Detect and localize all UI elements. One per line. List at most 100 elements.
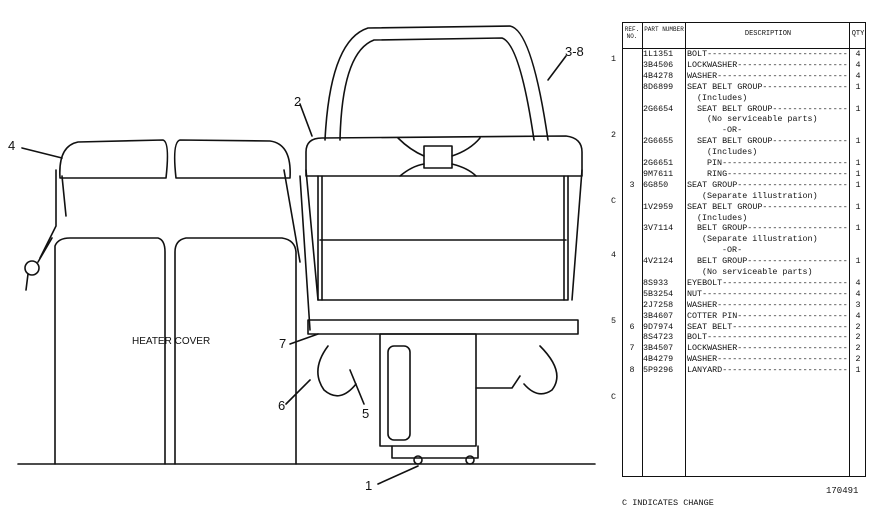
- table-row: 8S933 EYEBOLT----------------------------…: [623, 278, 865, 289]
- row-description-text: (Separate illustration): [702, 234, 818, 245]
- mount-bolt-right: [465, 455, 475, 465]
- leader-dots: ----------------------------------------…: [707, 332, 847, 343]
- row-description-text: WASHER: [687, 354, 718, 365]
- divider-part: [685, 23, 686, 476]
- row-description-text: SEAT BELT GROUP: [697, 136, 773, 147]
- table-row: 85P9296LANYARD--------------------------…: [623, 365, 865, 376]
- table-row: (Includes): [623, 93, 865, 104]
- row-ref-no: 8: [629, 365, 635, 376]
- row-part-number: 8S4723: [643, 332, 674, 343]
- suspension-pedestal: [391, 445, 479, 459]
- row-description: WASHER----------------------------------…: [687, 300, 847, 311]
- row-description-text: WASHER: [687, 70, 718, 81]
- row-description: COTTER PIN------------------------------…: [687, 311, 847, 322]
- group-mark-text: 4: [611, 250, 617, 261]
- table-row: (Includes): [623, 213, 865, 224]
- group-mark-text: 2: [611, 130, 617, 141]
- row-description: (Includes): [687, 213, 847, 224]
- row-description: SEAT BELT GROUP-------------------------…: [687, 104, 847, 115]
- table-row: (No serviceable parts): [623, 114, 865, 125]
- mount-bolt-left: [413, 455, 423, 465]
- seat-belt-illustration: 1 2 3-8 4 5 6 7 HEATER COVER: [8, 25, 596, 493]
- row-part-number: 6G850: [643, 179, 669, 190]
- row-description-text: WASHER: [687, 299, 718, 310]
- leader-dots: ----------------------------------------…: [722, 158, 847, 168]
- row-description-text: (No serviceable parts): [702, 267, 813, 277]
- row-description: SEAT BELT GROUP-------------------------…: [687, 82, 847, 93]
- row-description-text: BOLT: [687, 332, 708, 343]
- row-description-text: PIN: [707, 158, 723, 168]
- row-description: BELT GROUP------------------------------…: [687, 223, 847, 234]
- leader-dots: ----------------------------------------…: [762, 81, 847, 92]
- row-description: WASHER----------------------------------…: [687, 354, 847, 365]
- seat-frame: [317, 175, 569, 301]
- belt-hook-left: [317, 345, 357, 397]
- table-row: 4B4279 WASHER----------------------------…: [623, 354, 865, 365]
- row-description-text: LOCKWASHER: [687, 343, 738, 354]
- seat-cushion: [305, 135, 583, 177]
- row-description: (Separate illustration): [687, 234, 847, 245]
- row-description: LANYARD---------------------------------…: [687, 365, 847, 376]
- callout-7: 7: [279, 336, 286, 351]
- shock-absorber: [387, 345, 411, 441]
- row-quantity: 1: [855, 103, 861, 114]
- row-ref-no: 7: [629, 343, 635, 354]
- callout-1: 1: [365, 478, 372, 493]
- belt-hook-right: [523, 345, 558, 395]
- row-part-number: 5B3254: [643, 288, 674, 299]
- table-row: (No serviceable parts): [623, 267, 865, 278]
- row-description: BOLT------------------------------------…: [687, 332, 847, 343]
- leader-dots: ----------------------------------------…: [732, 321, 847, 332]
- row-description-text: LOCKWASHER: [687, 59, 738, 70]
- row-description-text: -OR-: [722, 245, 743, 256]
- row-description: (Includes): [687, 93, 847, 104]
- row-quantity: 1: [855, 223, 861, 234]
- heater-cover-label: HEATER COVER: [132, 336, 210, 347]
- row-description-text: EYEBOLT: [687, 277, 723, 288]
- row-description-text: LANYARD: [687, 365, 723, 376]
- row-description-text: (Includes): [707, 147, 758, 158]
- leader-7: [289, 333, 319, 345]
- row-description: BOLT------------------------------------…: [687, 49, 847, 60]
- row-part-number: 8D6899: [643, 81, 674, 92]
- row-description: SEAT BELT-------------------------------…: [687, 322, 847, 333]
- row-quantity: 2: [855, 332, 861, 343]
- group-mark: 2: [609, 130, 623, 141]
- row-part-number: 8S933: [643, 277, 669, 288]
- table-row: 2G6651PIN-------------------------------…: [623, 158, 865, 169]
- row-part-number: 2J7258: [643, 299, 674, 310]
- leader-dots: ----------------------------------------…: [702, 288, 847, 299]
- row-description-text: RING: [707, 168, 728, 179]
- row-description-text: BELT GROUP: [697, 223, 748, 234]
- row-ref-no: 3: [629, 179, 635, 190]
- callout-2: 2: [294, 94, 301, 109]
- left-armrest-b: [173, 139, 291, 179]
- parts-list-table: REF. NO. PART NUMBER DESCRIPTION QTY 1L1…: [611, 22, 866, 477]
- row-quantity: 4: [855, 70, 861, 81]
- row-description: (No serviceable parts): [687, 114, 847, 125]
- leader-dots: ----------------------------------------…: [772, 103, 847, 114]
- row-description: EYEBOLT---------------------------------…: [687, 278, 847, 289]
- row-part-number: 3B4507: [643, 343, 674, 354]
- leader-dots: ----------------------------------------…: [737, 59, 847, 70]
- row-part-number: 9D7974: [643, 321, 674, 332]
- leader-dots: ----------------------------------------…: [727, 168, 847, 179]
- row-part-number: 1L1351: [643, 49, 674, 59]
- header-part-number: PART NUMBER: [644, 26, 684, 33]
- row-part-number: 4V2124: [643, 256, 674, 267]
- row-description-text: BOLT: [687, 49, 708, 59]
- row-description: LOCKWASHER------------------------------…: [687, 60, 847, 71]
- leader-5: [349, 369, 365, 405]
- row-part-number: 9M7611: [643, 168, 674, 179]
- lanyard-chain: [25, 237, 53, 291]
- lanyard-ring: [24, 260, 40, 276]
- callout-5: 5: [362, 406, 369, 421]
- group-mark: C: [609, 196, 623, 207]
- row-part-number: 3B4506: [643, 59, 674, 70]
- row-part-number: 4B4279: [643, 354, 674, 365]
- row-description-text: SEAT BELT: [687, 321, 733, 332]
- row-description-text: -OR-: [722, 125, 743, 136]
